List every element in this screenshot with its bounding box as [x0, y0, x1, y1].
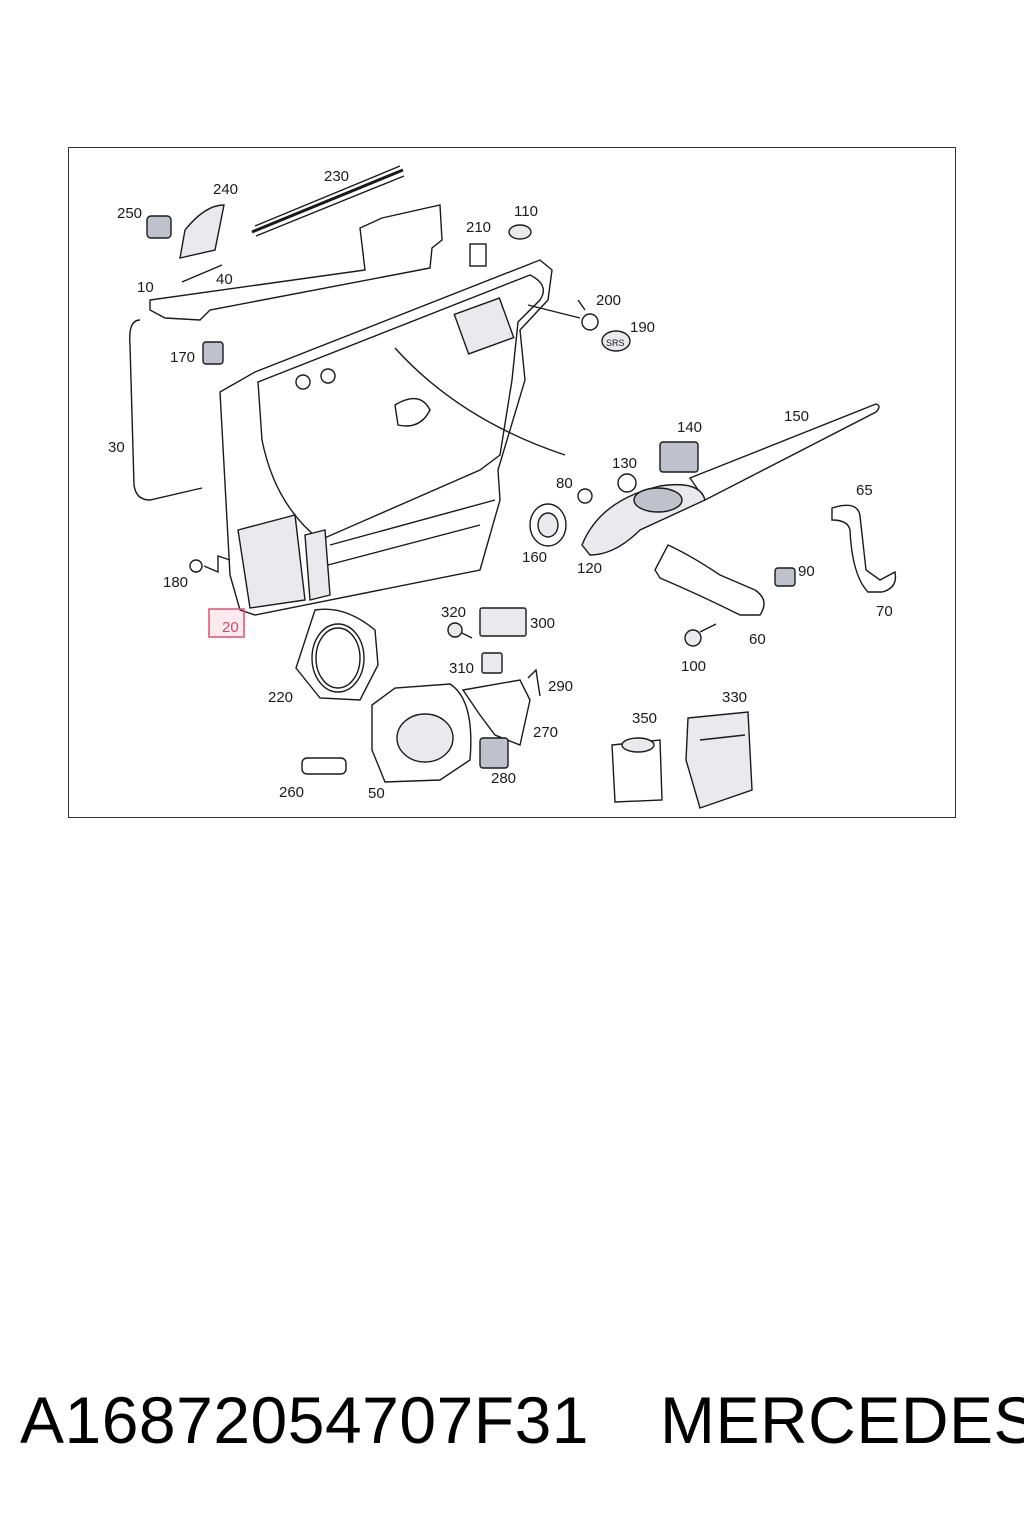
door-panel-parts-diagram: SRS: [108, 165, 897, 809]
washer-part-80: [577, 488, 593, 504]
callout-170[interactable]: 170: [170, 349, 195, 366]
callout-60[interactable]: 60: [749, 631, 766, 648]
callout-80[interactable]: 80: [556, 475, 573, 492]
cup-holder-part-350: [611, 737, 663, 803]
screw-part-100: [684, 623, 717, 647]
bracket-part-140: [659, 441, 699, 473]
clip-part-90: [774, 567, 796, 587]
callout-230[interactable]: 230: [324, 168, 349, 185]
ashtray-part-330: [685, 711, 753, 809]
callout-250[interactable]: 250: [117, 205, 142, 222]
armrest-strip-part: [688, 403, 880, 501]
grab-handle-part-60: [654, 544, 765, 616]
bracket-part-210: [469, 243, 487, 267]
callout-190[interactable]: 190: [630, 319, 655, 336]
callout-350[interactable]: 350: [632, 710, 657, 727]
callout-65[interactable]: 65: [856, 482, 873, 499]
window-strip-part: [251, 165, 405, 237]
speaker-grille-part: [371, 683, 472, 783]
moisture-barrier-part: [149, 204, 443, 321]
brand-text: MERCEDES: [660, 1383, 1024, 1457]
callout-240[interactable]: 240: [213, 181, 238, 198]
screw-part-200: [577, 299, 599, 331]
ashtray-part-300: [479, 607, 527, 637]
callout-120[interactable]: 120: [577, 560, 602, 577]
callout-200[interactable]: 200: [596, 292, 621, 309]
callout-280[interactable]: 280: [491, 770, 516, 787]
rod-part-40: [181, 264, 223, 283]
clip-part-180: [189, 555, 231, 574]
callout-110[interactable]: 110: [514, 203, 538, 220]
callout-260[interactable]: 260: [279, 784, 304, 801]
clip-part-170: [202, 341, 224, 365]
door-panel-part-20: [219, 259, 553, 616]
speaker-ring-part: [295, 608, 379, 701]
washer-part-130: [617, 473, 637, 493]
callout-100[interactable]: 100: [681, 658, 706, 675]
callout-210[interactable]: 210: [466, 219, 491, 236]
callout-270[interactable]: 270: [533, 724, 558, 741]
part-number-text: A16872054707F31: [20, 1383, 590, 1457]
callout-50[interactable]: 50: [368, 785, 385, 802]
callout-300[interactable]: 300: [530, 615, 555, 632]
switch-panel-part: [461, 679, 531, 746]
callout-20[interactable]: 20: [222, 619, 239, 636]
callout-220[interactable]: 220: [268, 689, 293, 706]
highlight-box-20: [208, 608, 245, 638]
callout-70[interactable]: 70: [876, 603, 893, 620]
callout-10[interactable]: 10: [137, 279, 154, 296]
callout-labels: 10 20 30 40 50 60 65 70 80 90 100 110 12…: [108, 168, 893, 802]
callout-90[interactable]: 90: [798, 563, 815, 580]
callout-160[interactable]: 160: [522, 549, 547, 566]
srs-badge-text: SRS: [606, 338, 625, 348]
leader-200: [527, 304, 581, 319]
clip-part-310: [481, 652, 503, 674]
linkage-rod: [394, 347, 566, 456]
srs-badge-part: SRS: [601, 330, 631, 352]
callout-180[interactable]: 180: [163, 574, 188, 591]
badge-part-260: [301, 757, 347, 775]
clip-part-250: [146, 215, 172, 239]
callout-30[interactable]: 30: [108, 439, 125, 456]
callout-310[interactable]: 310: [449, 660, 474, 677]
door-seal-part: [129, 319, 203, 501]
callout-130[interactable]: 130: [612, 455, 637, 472]
hanger-handle-part: [831, 504, 897, 593]
callout-320[interactable]: 320: [441, 604, 466, 621]
callout-150[interactable]: 150: [784, 408, 809, 425]
screw-part-320: [447, 622, 473, 639]
callout-330[interactable]: 330: [722, 689, 747, 706]
spring-part-290: [527, 668, 541, 697]
inner-handle-part: [581, 483, 706, 556]
mirror-cover-part: [179, 204, 225, 259]
plate-part-280: [479, 737, 509, 769]
callout-140[interactable]: 140: [677, 419, 702, 436]
grommet-part-110: [508, 224, 532, 240]
ring-part-160: [529, 503, 567, 547]
callout-290[interactable]: 290: [548, 678, 573, 695]
callout-40[interactable]: 40: [216, 271, 233, 288]
